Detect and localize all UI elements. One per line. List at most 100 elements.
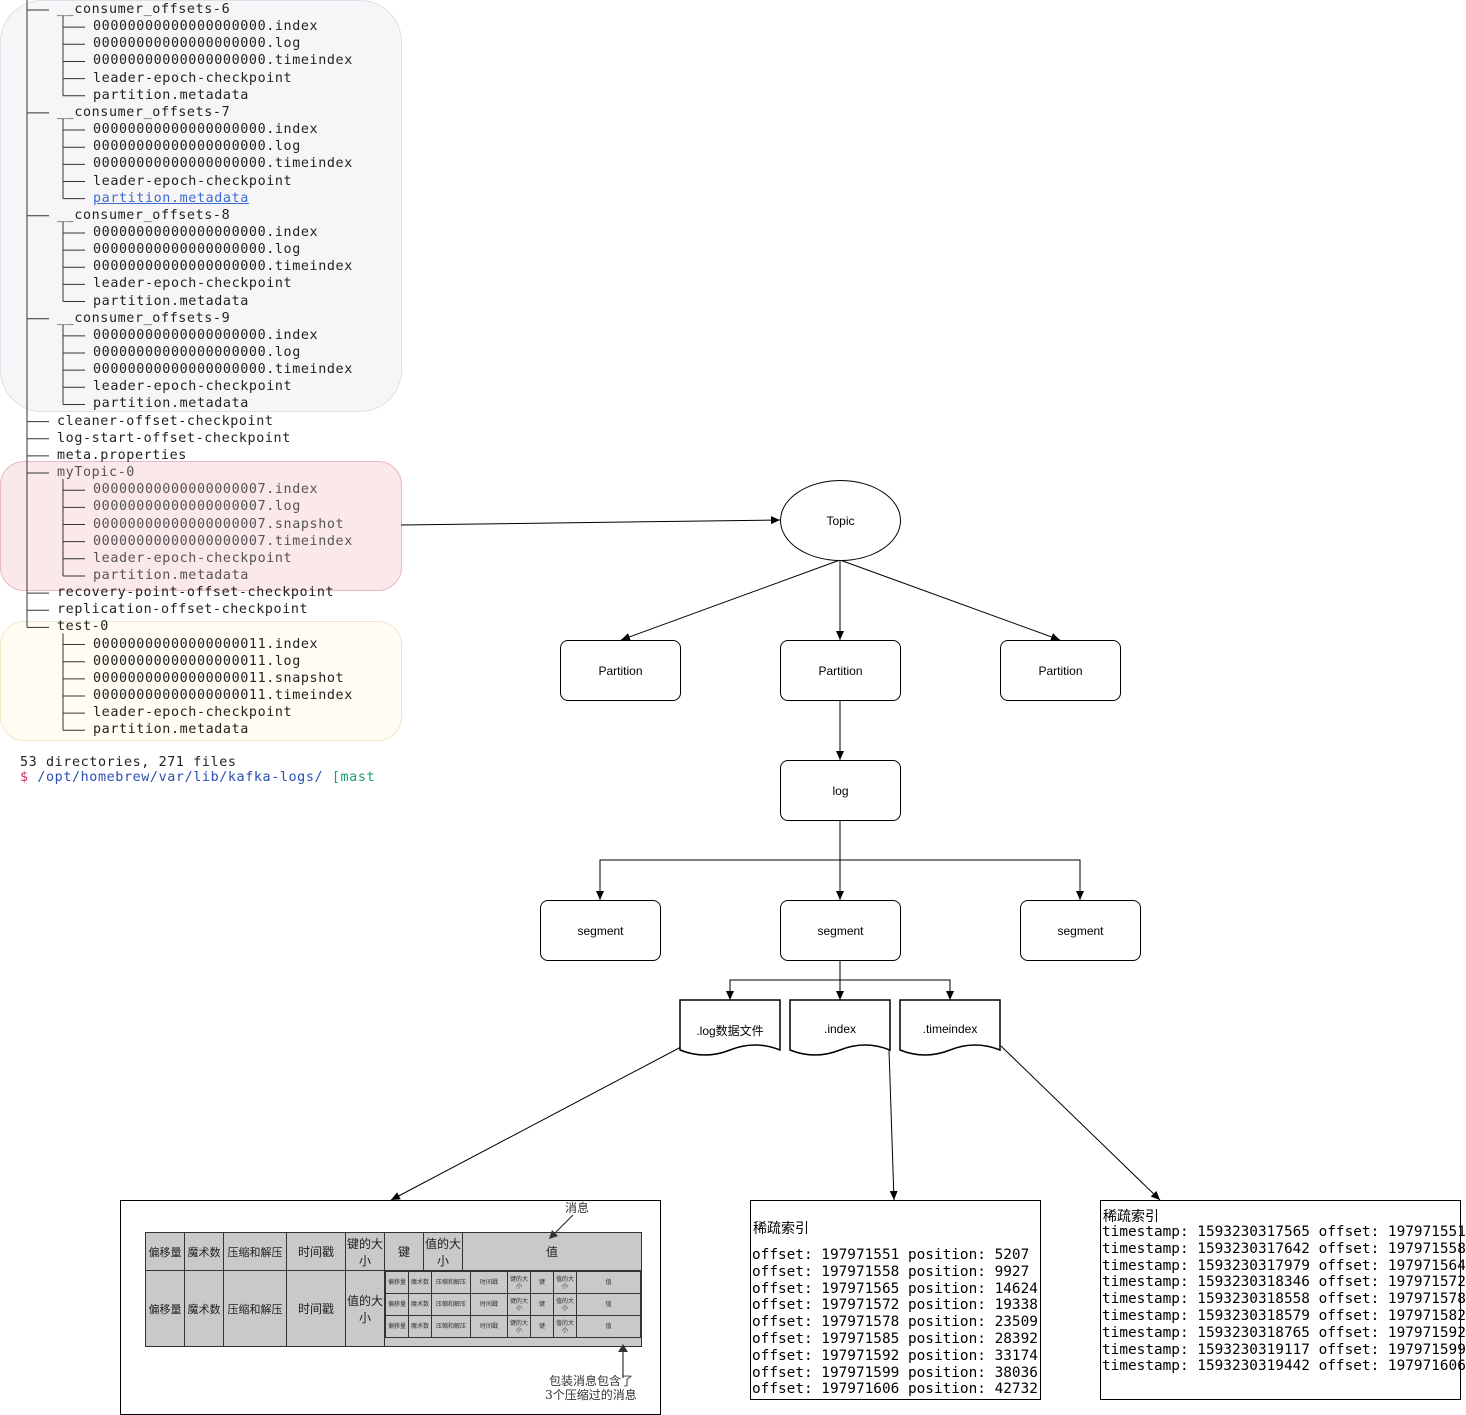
compressed-message-cell: 值的大小 (553, 1315, 577, 1338)
wrapper-note-line-1: 包装消息包含了 (548, 1374, 633, 1388)
index-row: timestamp: 1593230318765 offset: 1979715… (1102, 1324, 1466, 1341)
arrow-logfile-to-message-panel (390, 1046, 682, 1201)
tree-file-entry: leader-epoch-checkpoint (93, 276, 293, 292)
log-node-label: log (832, 783, 849, 798)
tree-file-entry: 00000000000000000000.log (93, 345, 301, 360)
tree-file-entry: 00000000000000000000.timeindex (93, 156, 353, 172)
tree-summary: 53 directories, 271 files (20, 755, 237, 770)
compressed-message-cell: 压缩和解压 (431, 1293, 471, 1316)
logfile-doc-shape (679, 999, 781, 1056)
segment-node-label: segment (1057, 923, 1104, 938)
tree-entry: __consumer_offsets-7 (57, 104, 231, 120)
message-format-panel: 偏移量 魔术数 压缩和解压 时间戳 键的大小 键 值的大小 值 偏移量 魔术数 … (120, 1200, 661, 1415)
timeindex-panel: 稀疏索引 timestamp: 1593230317565 offset: 19… (1100, 1200, 1466, 1400)
tree-file-entry: 00000000000000000000.log (93, 139, 301, 155)
tree-file-entry: leader-epoch-checkpoint (93, 70, 293, 86)
wrapper-note: 包装消息包含了 3个压缩过的消息 (521, 1374, 661, 1402)
tree-entry: cleaner-offset-checkpoint (57, 413, 274, 429)
arrow-timeindex-to-timeindex-panel (1000, 1045, 1161, 1201)
timeindex-file-label: .timeindex (922, 1022, 978, 1036)
compressed-message-cell: 偏移量 (385, 1315, 409, 1338)
tree-file-entry: 00000000000000000007.log (93, 499, 301, 515)
outer-cell: 压缩和解压 (223, 1270, 287, 1347)
compressed-message-cell: 值的大小 (553, 1271, 577, 1294)
tree-file-entry: partition.metadata (93, 396, 249, 412)
compressed-message-cell: 值的大小 (553, 1293, 577, 1316)
tree-file-entry: leader-epoch-checkpoint (93, 705, 293, 721)
compressed-messages-table: 偏移量魔术数压缩和解压时间戳键的大小键值的大小值偏移量魔术数压缩和解压时间戳键的… (385, 1271, 641, 1338)
outer-cell: 值的大小 (345, 1270, 385, 1347)
compressed-message-cell: 值 (576, 1315, 641, 1338)
compressed-message-cell: 键的大小 (507, 1271, 531, 1294)
index-row: offset: 197971585 position: 28392 (752, 1330, 1038, 1347)
shell-prompt: $ /opt/homebrew/var/lib/kafka-logs/ [mas… (20, 770, 395, 785)
file-document-shapes (679, 999, 1001, 1056)
arrow-topic-to-partition-3 (839, 559, 1061, 641)
tree-file-entry: leader-epoch-checkpoint (93, 379, 293, 395)
outer-cell: 偏移量 (145, 1270, 185, 1347)
compressed-message-cell: 时间戳 (470, 1271, 508, 1294)
segment-node-3: segment (1020, 900, 1141, 961)
compressed-message-cell: 时间戳 (470, 1293, 508, 1316)
tree-file-entry: 00000000000000000000.log (93, 36, 301, 52)
header-cell: 时间戳 (286, 1232, 346, 1271)
header-cell: 键 (384, 1232, 424, 1271)
partition-node-1: Partition (560, 640, 681, 701)
tree-file-entry: leader-epoch-checkpoint (93, 550, 293, 566)
compressed-message-cell: 值 (576, 1271, 641, 1294)
index-row: timestamp: 1593230319117 offset: 1979715… (1102, 1341, 1466, 1358)
partition-node-label: Partition (598, 663, 643, 678)
compressed-message-row: 偏移量魔术数压缩和解压时间戳键的大小键值的大小值 (385, 1315, 641, 1338)
compressed-message-cell: 键 (530, 1293, 554, 1316)
topic-node: Topic (780, 480, 901, 561)
message-format-table: 偏移量 魔术数 压缩和解压 时间戳 键的大小 键 值的大小 值 偏移量 魔术数 … (145, 1232, 642, 1347)
compressed-message-row: 偏移量魔术数压缩和解压时间戳键的大小键值的大小值 (385, 1271, 641, 1294)
partition-node-label: Partition (1038, 663, 1083, 678)
timeindex-panel-title: 稀疏索引 (1103, 1209, 1159, 1225)
tree-file-entry: 00000000000000000000.index (93, 19, 319, 35)
outer-cell: 魔术数 (184, 1270, 224, 1347)
partition-node-2: Partition (780, 640, 901, 701)
shell-prompt-text: $ /opt/homebrew/var/lib/kafka-logs/ [mas… (20, 770, 376, 785)
index-row: offset: 197971606 position: 42732 (752, 1381, 1038, 1398)
message-pointer-arrow (549, 1214, 574, 1239)
tree-file-entry: 00000000000000000007.index (93, 482, 319, 498)
tree-file-entry: partition.metadata (93, 722, 249, 738)
index-row: timestamp: 1593230318558 offset: 1979715… (1102, 1291, 1466, 1308)
compressed-message-cell: 魔术数 (408, 1271, 432, 1294)
tree-entry: replication-offset-checkpoint (57, 602, 309, 618)
compressed-message-cell: 时间戳 (470, 1315, 508, 1338)
segment-node-label: segment (577, 923, 624, 938)
compressed-message-cell: 值 (576, 1293, 641, 1316)
tree-entry: __consumer_offsets-9 (57, 310, 231, 326)
header-cell: 键的大小 (345, 1232, 385, 1271)
arrow-segment-to-timeindex (840, 979, 954, 1000)
arrow-log-to-segment-1 (596, 820, 841, 900)
partition-node-3: Partition (1000, 640, 1121, 701)
tree-file-entry: 00000000000000000000.index (93, 224, 319, 240)
tree-connector-lines (26, 0, 85, 731)
tree-file-entry: 00000000000000000011.timeindex (93, 688, 353, 703)
index-row: timestamp: 1593230319442 offset: 1979716… (1102, 1358, 1466, 1375)
timeindex-doc-shape (899, 999, 1001, 1056)
directory-tree: __consumer_offsets-6 00000000000000000000… (0, 0, 402, 790)
compressed-message-cell: 压缩和解压 (431, 1315, 471, 1338)
tree-file-entry: partition.metadata (93, 87, 249, 103)
compressed-message-row: 偏移量魔术数压缩和解压时间戳键的大小键值的大小值 (385, 1293, 641, 1316)
topic-node-label: Topic (826, 513, 855, 528)
segment-node-2: segment (780, 900, 901, 961)
tree-entry: __consumer_offsets-8 (57, 207, 231, 223)
wrapper-message-row: 偏移量 魔术数 压缩和解压 时间戳 值的大小 偏移量魔术数压缩和解压时间戳键的大… (145, 1270, 642, 1347)
arrow-mytopic-to-topic (400, 516, 781, 526)
header-cell: 值的大小 (423, 1232, 463, 1271)
tree-file-entry: leader-epoch-checkpoint (93, 173, 293, 189)
compressed-message-cell: 压缩和解压 (431, 1271, 471, 1294)
arrow-segment-to-logfile (726, 960, 841, 1000)
compressed-message-cell: 魔术数 (408, 1293, 432, 1316)
tree-file-entry: partition.metadata (93, 567, 249, 583)
test-group-highlight (0, 621, 402, 741)
compressed-message-cell: 偏移量 (385, 1293, 409, 1316)
tree-entry: __consumer_offsets-6 (57, 2, 231, 17)
tree-file-entry[interactable]: partition.metadata (93, 190, 249, 206)
